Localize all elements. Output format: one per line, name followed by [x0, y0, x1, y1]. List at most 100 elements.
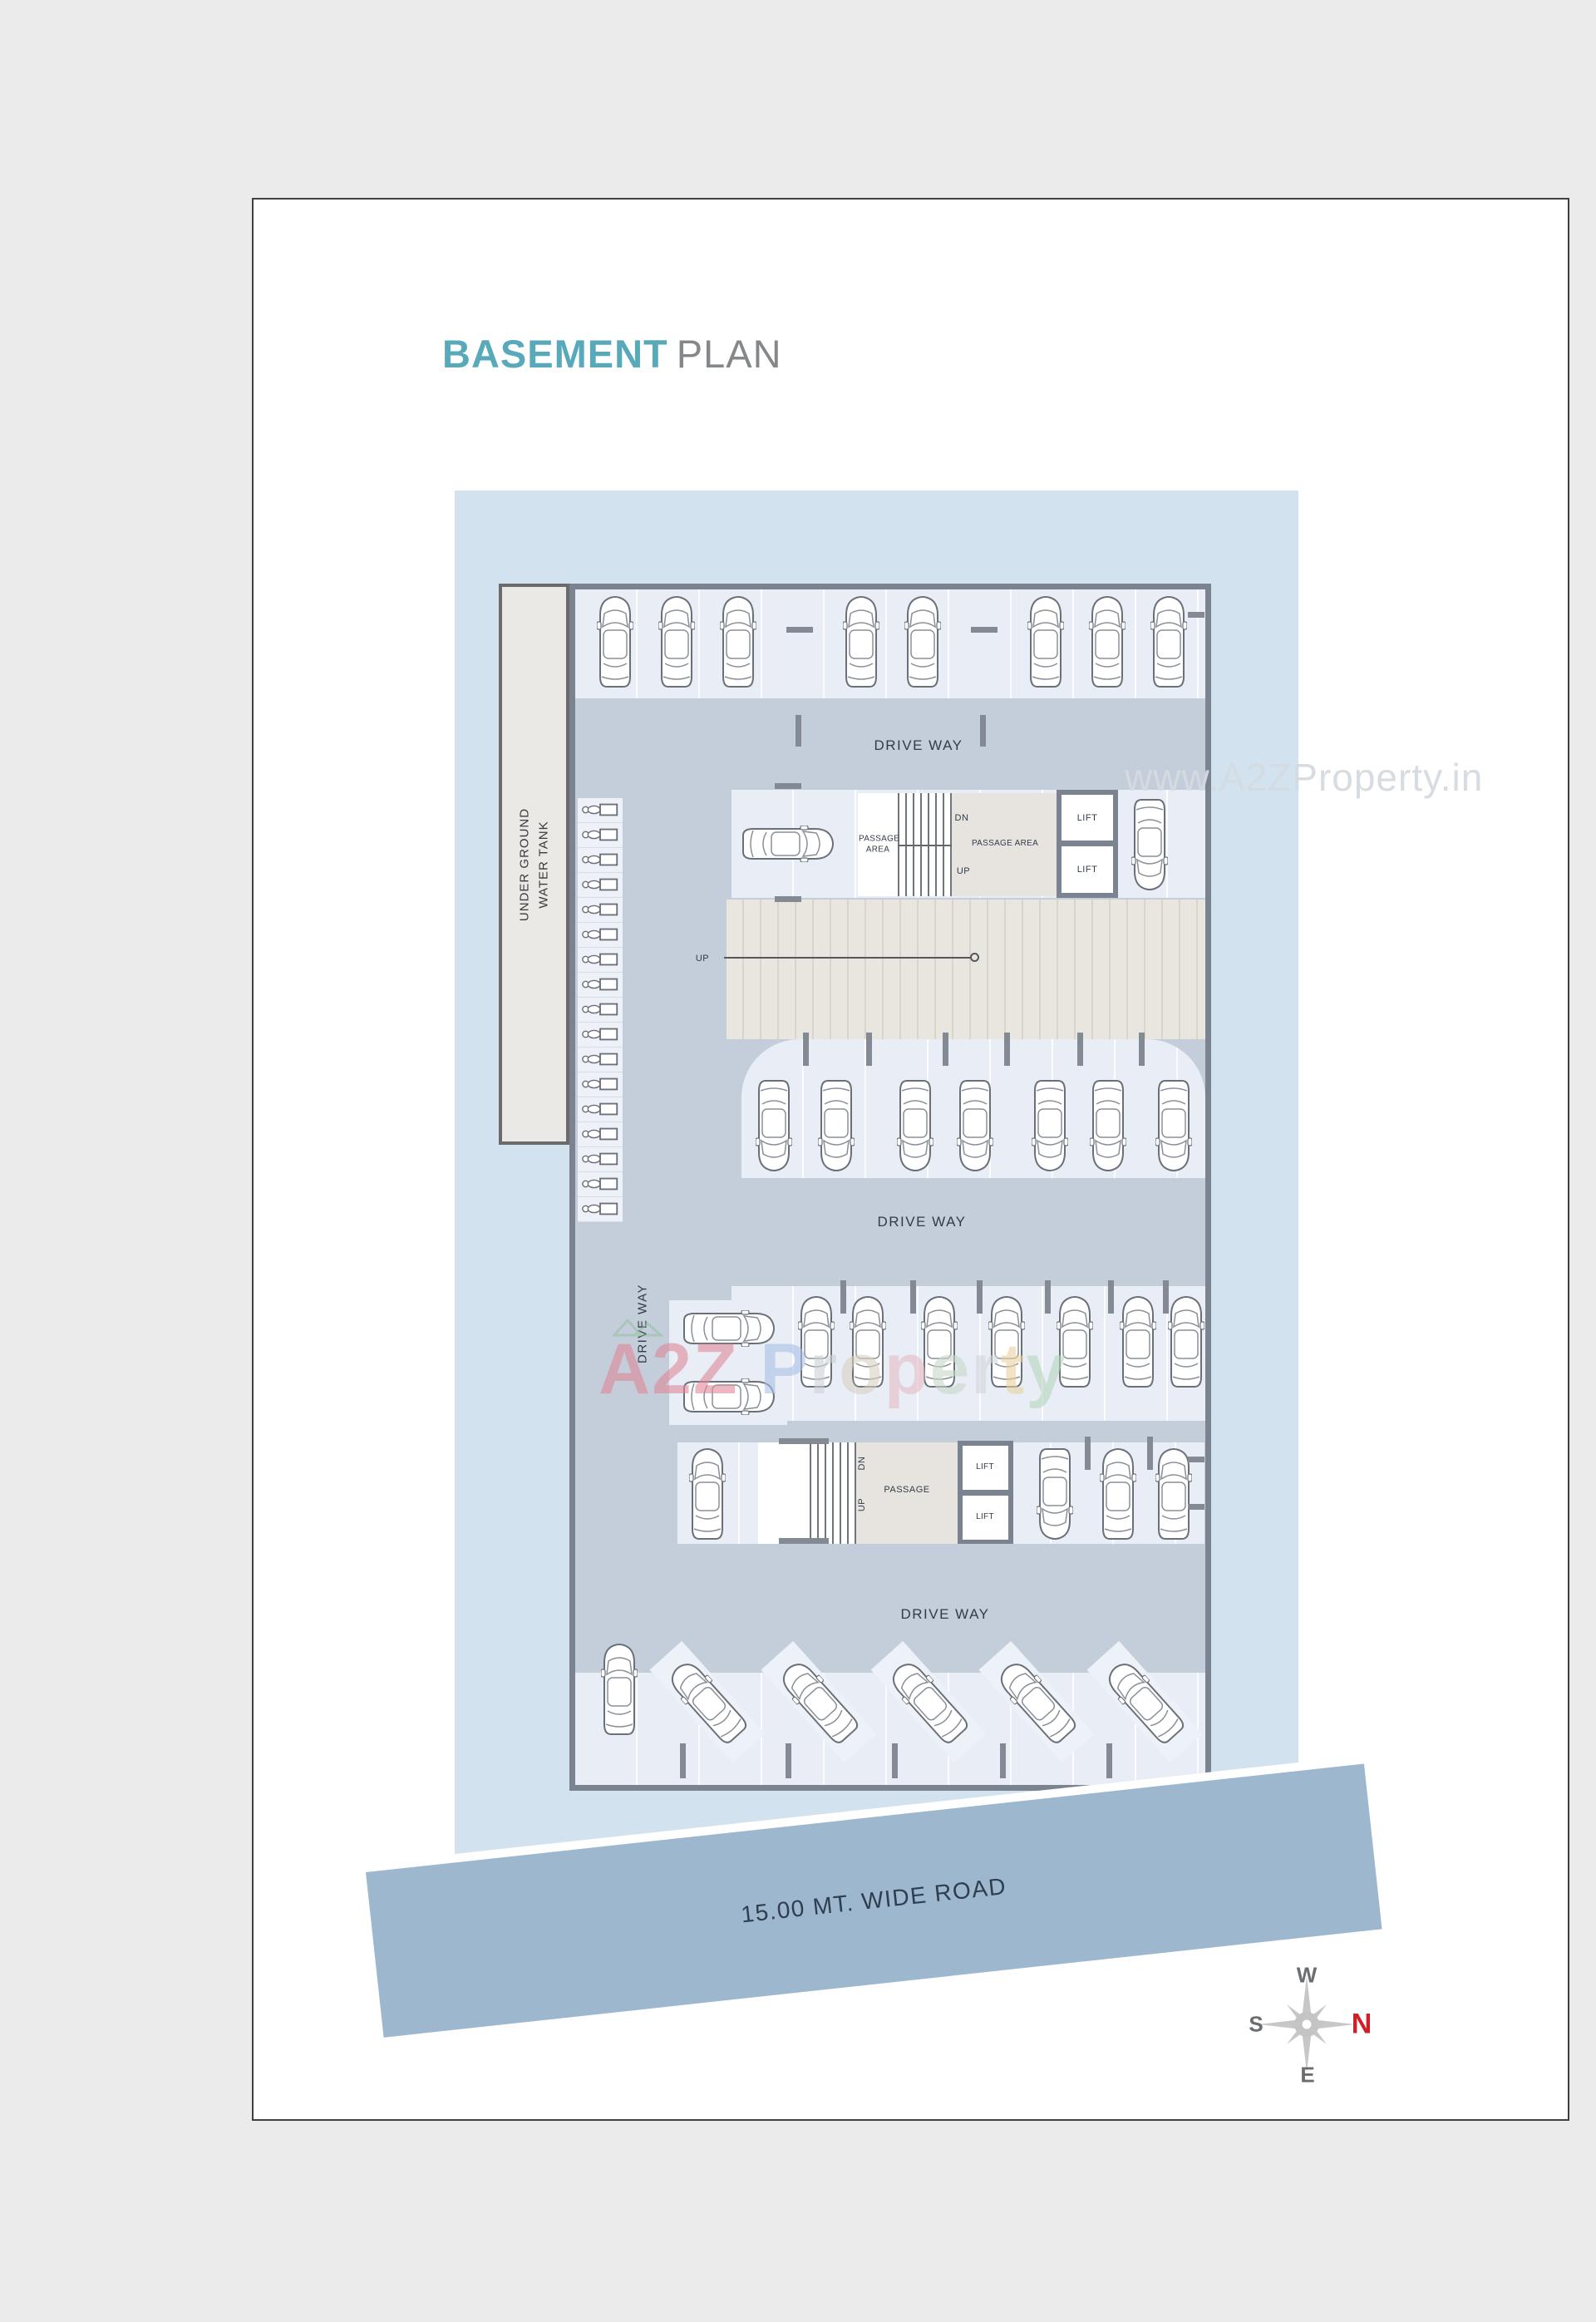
- compass-east: E: [1300, 2062, 1315, 2088]
- stall-marker: [977, 1280, 983, 1314]
- two-wheeler-stall: [578, 823, 623, 848]
- car-icon: [957, 1077, 993, 1174]
- two-wheeler-stall: [578, 1147, 623, 1172]
- car-icon: [1155, 1077, 1192, 1174]
- scooter-icon: [581, 1151, 619, 1167]
- car-icon: [597, 594, 633, 690]
- car-icon: [689, 1446, 726, 1542]
- car-icon: [740, 826, 836, 862]
- stall-marker: [779, 1538, 829, 1544]
- lift-label: LIFT: [976, 1462, 994, 1472]
- car-icon: [658, 594, 695, 690]
- scooter-icon: [581, 801, 619, 818]
- lift-cabin: [963, 1496, 1008, 1540]
- watermark-letter: r: [971, 1329, 1001, 1409]
- stall-marker: [796, 715, 801, 747]
- stall-marker: [892, 1743, 898, 1778]
- stall-marker: [910, 1280, 916, 1314]
- stall-marker: [775, 896, 801, 902]
- two-wheeler-stall: [578, 1172, 623, 1197]
- two-wheeler-stall: [578, 973, 623, 998]
- car-icon: [897, 1077, 933, 1174]
- watermark-url: www.A2ZProperty.in: [1125, 756, 1484, 799]
- scooter-icon: [581, 1051, 619, 1067]
- staircase-lower: [758, 1442, 856, 1544]
- lift-label: LIFT: [1076, 865, 1098, 875]
- two-wheeler-stall: [578, 1023, 623, 1048]
- title-basement: BASEMENT: [442, 332, 668, 376]
- car-icon: [1090, 1077, 1126, 1174]
- car-icon: [1100, 1446, 1136, 1542]
- stall-marker: [980, 715, 986, 747]
- dn-label-upper: DN: [954, 813, 969, 823]
- two-wheeler-stall: [578, 873, 623, 898]
- passage-area-label: PASSAGE AREA: [859, 834, 900, 855]
- driveway-label-top: DRIVE WAY: [874, 737, 963, 753]
- car-icon: [1089, 594, 1126, 690]
- car-icon: [601, 1641, 638, 1738]
- two-wheeler-stall: [578, 1097, 623, 1122]
- watermark-letter: A: [598, 1329, 653, 1409]
- two-wheeler-stall: [578, 948, 623, 973]
- passage-area-box: PASSAGE AREA: [858, 793, 900, 896]
- scooter-icon: [581, 1200, 619, 1217]
- stall-marker: [779, 1438, 829, 1444]
- building-walls: [569, 584, 1211, 1791]
- two-wheeler-stall: [578, 923, 623, 948]
- plot-area: UNDER GROUND WATER TANK PASSAGE AREA: [455, 491, 1298, 1854]
- lift-shaft-lower: LIFT LIFT: [958, 1441, 1013, 1544]
- watermark-letter: Z: [692, 1329, 739, 1409]
- car-icon: [756, 1077, 792, 1174]
- car-icon: [1037, 1446, 1073, 1542]
- stall-marker: [1108, 1280, 1114, 1314]
- stall-marker: [1163, 1280, 1169, 1314]
- passage-lower: [856, 1442, 958, 1544]
- scooter-icon: [581, 1076, 619, 1092]
- compass-rose-icon: [1259, 1976, 1355, 2073]
- up-label-upper: UP: [956, 866, 971, 876]
- stall-marker: [971, 627, 998, 633]
- scooter-icon: [581, 1101, 619, 1117]
- lift-shaft-upper: LIFT LIFT: [1057, 790, 1118, 898]
- car-icon: [904, 594, 941, 690]
- stall-marker: [1000, 1743, 1006, 1778]
- watermark-hills-icon: [613, 1318, 664, 1337]
- driveway-label-middle: DRIVE WAY: [877, 1214, 967, 1230]
- stall-marker: [1004, 1033, 1010, 1066]
- passage-label: PASSAGE: [884, 1485, 930, 1495]
- ramp-direction-line: [724, 957, 972, 959]
- watermark-brand: A2Z Property: [598, 1329, 1067, 1411]
- stall-marker: [1077, 1033, 1083, 1066]
- car-icon: [720, 594, 756, 690]
- scooter-icon: [581, 1026, 619, 1043]
- two-wheeler-stall: [578, 848, 623, 873]
- watermark-letter: y: [1026, 1329, 1068, 1409]
- ramp-up-label: UP: [695, 954, 710, 964]
- lift-label: LIFT: [1076, 813, 1098, 823]
- up-label-lower: UP: [857, 1497, 867, 1512]
- two-wheeler-stall: [578, 798, 623, 823]
- watermark-letter: [739, 1329, 761, 1409]
- stall-marker: [1188, 1457, 1204, 1462]
- car-icon: [1027, 594, 1064, 690]
- two-wheeler-stall: [578, 898, 623, 923]
- scooter-icon: [581, 826, 619, 843]
- scooter-icon: [581, 1126, 619, 1142]
- car-icon: [1150, 594, 1187, 690]
- car-icon: [818, 1077, 855, 1174]
- two-wheeler-stall: [578, 998, 623, 1023]
- stall-marker: [786, 627, 813, 633]
- two-wheeler-stall: [578, 1048, 623, 1072]
- lift-label: LIFT: [976, 1511, 994, 1521]
- dn-label-lower: DN: [857, 1456, 867, 1471]
- watermark-letter: e: [929, 1329, 972, 1409]
- stall-marker: [943, 1033, 948, 1066]
- passage-area-label-2: PASSAGE AREA: [971, 838, 1039, 848]
- underground-water-tank: UNDER GROUND WATER TANK: [499, 584, 569, 1145]
- staircase-upper: [898, 793, 952, 896]
- compass-north: N: [1351, 2008, 1372, 2040]
- driveway-label-bottom: DRIVE WAY: [900, 1606, 990, 1622]
- basement-building: PASSAGE AREA DN PASSAGE AREA UP LIFT LIF…: [569, 584, 1211, 1791]
